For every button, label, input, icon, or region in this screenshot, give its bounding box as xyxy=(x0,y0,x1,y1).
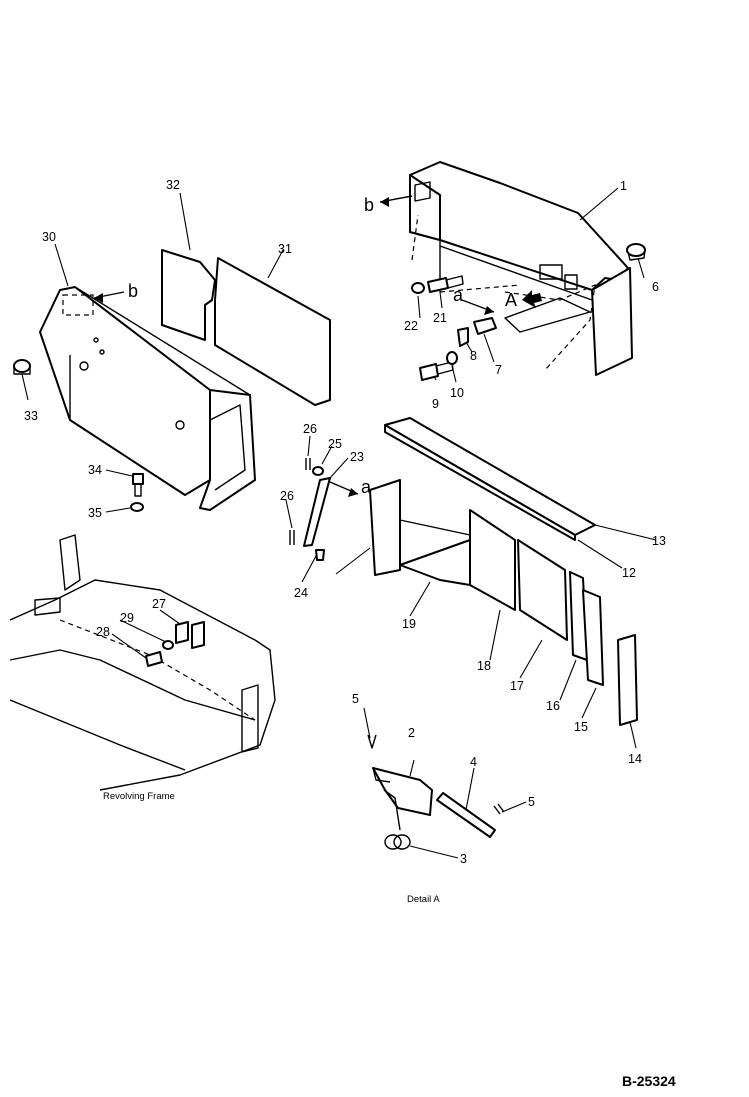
callout-8: 8 xyxy=(470,349,477,363)
callout-12: 12 xyxy=(622,566,636,580)
callout-33: 33 xyxy=(24,409,38,423)
reference-b-upper: b xyxy=(364,195,374,215)
washer-part-35 xyxy=(130,502,144,512)
callout-6: 6 xyxy=(652,280,659,294)
callout-26a: 26 xyxy=(303,422,317,436)
reference-a-upper: a xyxy=(453,285,464,305)
bracket-part-8 xyxy=(457,327,469,347)
bracket-part-27 xyxy=(175,621,205,649)
reference-detail-arrow: A xyxy=(505,290,517,310)
callout-14: 14 xyxy=(628,752,642,766)
arrow-b-upper xyxy=(379,195,413,207)
reference-b-left: b xyxy=(128,281,138,301)
callout-34: 34 xyxy=(88,463,102,477)
callout-3: 3 xyxy=(460,852,467,866)
callout-22: 22 xyxy=(404,319,418,333)
bolt-part-21 xyxy=(427,275,464,293)
cover-part-1 xyxy=(409,161,633,376)
caption-revolving-frame: Revolving Frame xyxy=(103,791,175,802)
callout-9: 9 xyxy=(432,397,439,411)
arrow-a-lower xyxy=(329,481,359,497)
arrow-detail-a xyxy=(522,290,542,308)
callout-1: 1 xyxy=(620,179,627,193)
callout-15: 15 xyxy=(574,720,588,734)
pad-part-19 xyxy=(399,519,471,586)
washer-part-22 xyxy=(411,282,425,294)
leader-lines xyxy=(21,187,657,859)
bolt-part-28 xyxy=(145,651,163,667)
callout-5b: 5 xyxy=(528,795,535,809)
arrow-b-left xyxy=(93,291,125,303)
callout-31: 31 xyxy=(278,242,292,256)
pad-part-17 xyxy=(517,539,568,641)
callout-labels: 1 6 22 21 7 8 10 9 32 31 30 33 34 35 26 … xyxy=(24,178,666,866)
plate-part-7 xyxy=(473,317,497,335)
latch-part-2 xyxy=(372,767,433,831)
pad-part-32 xyxy=(161,249,216,341)
washer-part-10 xyxy=(446,351,458,365)
revolving-frame xyxy=(9,534,276,791)
pad-part-31 xyxy=(214,257,331,406)
callout-10: 10 xyxy=(450,386,464,400)
callout-27: 27 xyxy=(152,597,166,611)
callout-30: 30 xyxy=(42,230,56,244)
arrow-a-upper xyxy=(461,299,495,315)
callout-4: 4 xyxy=(470,755,477,769)
pad-part-18 xyxy=(469,509,516,611)
washer-part-25 xyxy=(312,466,324,476)
callout-18: 18 xyxy=(477,659,491,673)
pad-part-14 xyxy=(617,634,638,726)
caption-detail-a: Detail A xyxy=(407,894,440,905)
callout-7: 7 xyxy=(495,363,502,377)
washer-part-29 xyxy=(162,640,174,650)
clip-part-26a xyxy=(305,458,311,470)
bolt-part-34 xyxy=(132,473,144,497)
drawing-code: B-25324 xyxy=(622,1073,676,1089)
callout-29: 29 xyxy=(120,611,134,625)
callout-24: 24 xyxy=(294,586,308,600)
pad-part-20 xyxy=(369,479,401,576)
pin-part-5a xyxy=(367,734,377,749)
pin-part-24 xyxy=(315,549,325,561)
callout-21: 21 xyxy=(433,311,447,325)
callout-5a: 5 xyxy=(352,692,359,706)
callout-32: 32 xyxy=(166,178,180,192)
callout-23: 23 xyxy=(350,450,364,464)
strip-part-12 xyxy=(384,424,576,541)
cover-part-30 xyxy=(39,286,256,511)
callout-13: 13 xyxy=(652,534,666,548)
rod-part-23 xyxy=(303,477,331,547)
pin-part-5b xyxy=(493,803,505,815)
shaft-part-4 xyxy=(436,792,496,838)
reference-a-lower: a xyxy=(361,477,372,497)
strip-part-13 xyxy=(384,417,596,536)
callout-25: 25 xyxy=(328,437,342,451)
callout-35: 35 xyxy=(88,506,102,520)
bolt-part-9 xyxy=(419,361,454,381)
spring-part-3 xyxy=(384,834,411,850)
cap-part-6 xyxy=(626,243,646,261)
callout-16: 16 xyxy=(546,699,560,713)
callout-2: 2 xyxy=(408,726,415,740)
callout-28: 28 xyxy=(96,625,110,639)
plug-part-33 xyxy=(13,359,31,375)
clip-part-26b xyxy=(289,530,295,545)
callout-26b: 26 xyxy=(280,489,294,503)
callout-17: 17 xyxy=(510,679,524,693)
callout-19: 19 xyxy=(402,617,416,631)
pad-part-15 xyxy=(582,589,604,686)
